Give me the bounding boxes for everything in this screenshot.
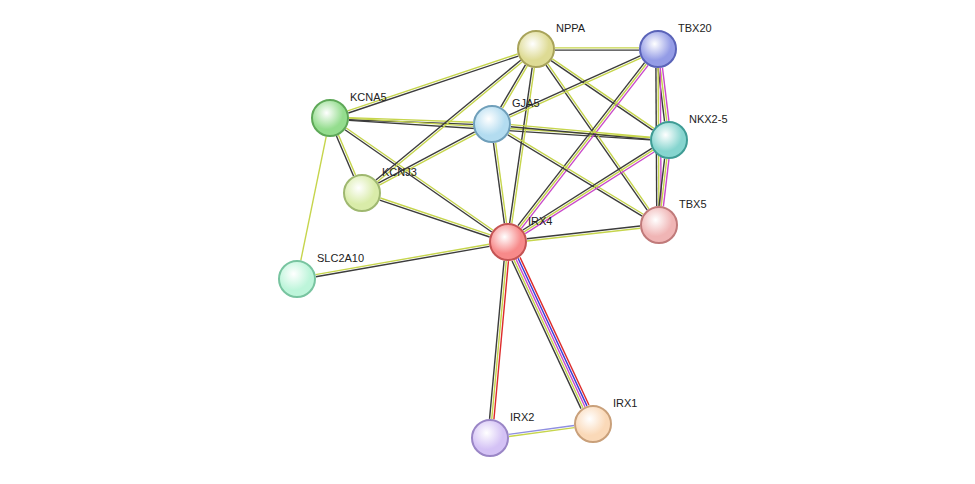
evidence-line — [301, 137, 326, 261]
evidence-line — [523, 148, 652, 230]
interaction-edge — [376, 60, 522, 181]
protein-label: IRX1 — [613, 397, 637, 410]
protein-node: SLC2A10 — [278, 260, 316, 298]
evidence-line — [380, 198, 490, 235]
interaction-edge — [336, 135, 355, 176]
protein-node: KCNA5 — [311, 99, 349, 137]
evidence-line — [379, 134, 475, 185]
interaction-edge — [518, 63, 648, 229]
protein-label: TBX20 — [678, 22, 712, 35]
protein-label: KCNA5 — [350, 91, 387, 104]
evidence-line — [520, 64, 647, 227]
evidence-line — [518, 258, 587, 406]
evidence-line — [511, 127, 650, 140]
protein-label: IRX4 — [528, 215, 552, 228]
interaction-edge — [512, 257, 589, 408]
evidence-line — [509, 425, 574, 434]
interaction-edge — [490, 261, 509, 420]
interaction-edge — [511, 125, 650, 140]
protein-node: NKX2-5 — [650, 121, 688, 159]
evidence-line — [555, 49, 639, 50]
evidence-line — [496, 143, 507, 223]
evidence-line — [524, 150, 653, 232]
evidence-line — [336, 136, 353, 176]
protein-node: TBX20 — [639, 30, 677, 68]
evidence-line — [555, 47, 639, 48]
protein-node: IRX4 — [489, 223, 527, 261]
evidence-line — [380, 200, 490, 237]
protein-node: GJA5 — [473, 105, 511, 143]
evidence-line — [316, 246, 490, 276]
protein-node: IRX1 — [574, 405, 612, 443]
interaction-edge — [523, 148, 654, 233]
evidence-line — [518, 63, 645, 226]
protein-node: NPPA — [517, 30, 555, 68]
evidence-line — [511, 125, 650, 138]
protein-label: IRX2 — [510, 411, 534, 424]
protein-label: NKX2-5 — [689, 113, 728, 126]
interaction-edge — [316, 244, 490, 277]
evidence-line — [316, 244, 490, 274]
interaction-edge — [527, 226, 640, 241]
interaction-edge — [659, 159, 669, 207]
protein-label: TBX5 — [679, 198, 707, 211]
interaction-edge — [493, 143, 506, 224]
evidence-line — [659, 159, 665, 206]
protein-node: KCNJ3 — [343, 174, 381, 212]
evidence-line — [348, 54, 518, 111]
evidence-line — [512, 261, 581, 409]
interaction-edge — [380, 198, 491, 237]
evidence-line — [521, 65, 648, 228]
interaction-edge — [378, 132, 475, 185]
evidence-line — [377, 62, 522, 182]
evidence-line — [378, 132, 474, 183]
evidence-line — [527, 226, 640, 239]
evidence-line — [508, 135, 642, 216]
protein-label: KCNJ3 — [382, 166, 417, 179]
evidence-line — [514, 260, 583, 408]
evidence-line — [509, 428, 574, 437]
interaction-edge — [301, 137, 326, 261]
evidence-line — [492, 261, 507, 419]
evidence-line — [525, 152, 654, 234]
interaction-edge — [508, 133, 644, 216]
evidence-line — [493, 143, 504, 223]
interaction-edge — [509, 425, 575, 436]
evidence-line — [520, 257, 589, 405]
protein-node: TBX5 — [640, 206, 678, 244]
evidence-line — [338, 135, 355, 175]
evidence-line — [516, 259, 585, 407]
evidence-line — [527, 228, 640, 241]
protein-label: GJA5 — [512, 97, 540, 110]
protein-node: IRX2 — [471, 419, 509, 457]
interaction-edge — [555, 48, 639, 50]
protein-label: NPPA — [556, 22, 585, 35]
protein-label: SLC2A10 — [317, 252, 364, 265]
evidence-line — [490, 261, 505, 419]
